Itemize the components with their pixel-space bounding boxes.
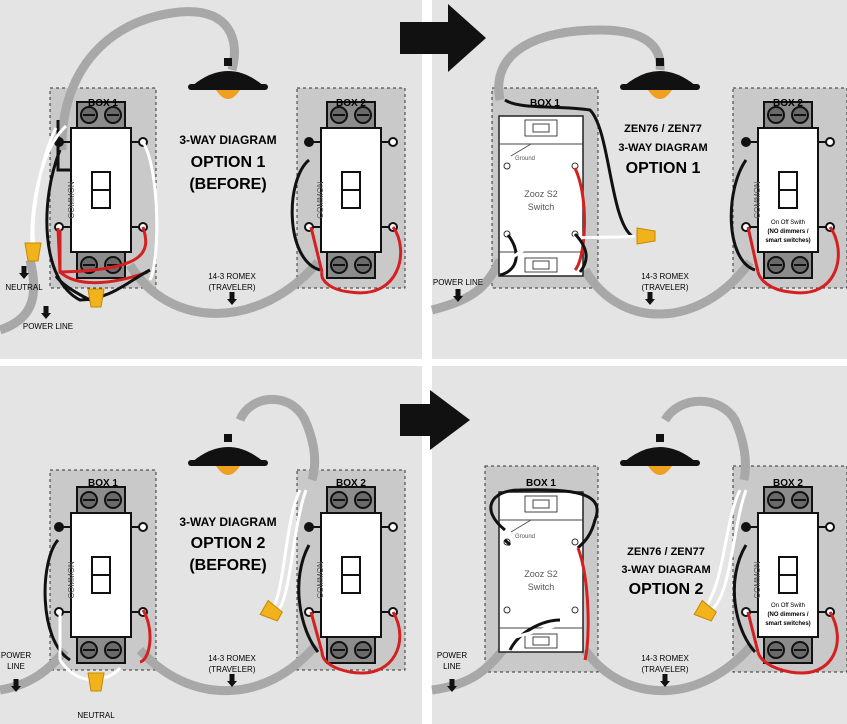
diagram-title-line1: 3-WAY DIAGRAM (179, 133, 276, 147)
diagram-title-line3: OPTION 1 (626, 160, 701, 177)
common-label-right: COMMON (316, 181, 325, 219)
box1-label: BOX 1 (88, 98, 118, 109)
arrow-right-icon (400, 390, 470, 450)
box1-label: BOX 1 (526, 478, 556, 489)
box2-label: BOX 2 (336, 98, 366, 109)
diagram-title-line3: (BEFORE) (189, 557, 266, 574)
box1-label: BOX 1 (88, 478, 118, 489)
onoff-label-line3: smart switches) (765, 238, 810, 244)
arrow-right-icon (400, 4, 486, 72)
romex-label-line2: (TRAVELER) (209, 665, 256, 674)
romex-label-line1: 14-3 ROMEX (641, 272, 689, 281)
zooz-label-line2: Switch (528, 202, 555, 212)
power-line-label: POWER LINE (23, 322, 73, 331)
diagram-title-line1: 3-WAY DIAGRAM (179, 515, 276, 529)
common-label-left: COMMON (67, 181, 76, 219)
box1-label: BOX 1 (530, 98, 560, 109)
panel-option1-smart: BOX 1 BOX 2 ZEN76 / ZEN77 3-WAY DIAGRAM … (400, 0, 847, 359)
diagram-title-line3: OPTION 2 (629, 581, 704, 598)
diagram-title-line2: 3-WAY DIAGRAM (621, 564, 710, 576)
diagram-title-line2: OPTION 2 (191, 535, 266, 552)
box2-label: BOX 2 (336, 478, 366, 489)
panel-option2-smart: BOX 1 BOX 2 ZEN76 / ZEN77 3-WAY DIAGRAM … (400, 366, 847, 724)
power-line-label-line1: POWER (1, 651, 31, 660)
panel-option1-before: BOX 1 BOX 2 3-WAY DIAGRAM OPTION 1 (BEFO… (0, 0, 422, 359)
onoff-label-line2: (NO dimmers / (767, 229, 808, 235)
power-line-label-line1: POWER (437, 651, 467, 660)
zooz-label-line2: Switch (528, 582, 555, 592)
common-label-right: COMMON (316, 561, 325, 599)
panel-option2-before: BOX 1 BOX 2 3-WAY DIAGRAM OPTION 2 (BEFO… (0, 366, 422, 724)
ground-label: Ground (515, 534, 535, 540)
romex-label-line2: (TRAVELER) (209, 283, 256, 292)
diagram-title-line3: (BEFORE) (189, 176, 266, 193)
ground-label: Ground (515, 156, 535, 162)
diagram-title-line1: ZEN76 / ZEN77 (627, 546, 705, 558)
onoff-label-line1: On Off Swith (771, 603, 805, 609)
romex-label-line2: (TRAVELER) (642, 283, 689, 292)
diagram-title-line2: 3-WAY DIAGRAM (618, 142, 707, 154)
power-line-label-line2: LINE (443, 662, 461, 671)
diagram-title-line1: ZEN76 / ZEN77 (624, 123, 702, 135)
common-label-right: COMMON (753, 181, 762, 219)
zooz-label-line1: Zooz S2 (524, 569, 558, 579)
box2-label: BOX 2 (773, 98, 803, 109)
romex-label-line1: 14-3 ROMEX (208, 272, 256, 281)
box2-label: BOX 2 (773, 478, 803, 489)
common-label-left: COMMON (67, 561, 76, 599)
romex-label-line2: (TRAVELER) (642, 665, 689, 674)
power-line-label-line2: LINE (7, 662, 25, 671)
onoff-label-line3: smart switches) (765, 621, 810, 627)
romex-label-line1: 14-3 ROMEX (641, 654, 689, 663)
common-label-right: COMMON (753, 561, 762, 599)
romex-label-line1: 14-3 ROMEX (208, 654, 256, 663)
neutral-label: NEUTRAL (5, 283, 43, 292)
zooz-label-line1: Zooz S2 (524, 189, 558, 199)
onoff-label-line1: On Off Swith (771, 220, 805, 226)
neutral-label: NEUTRAL (77, 711, 115, 720)
diagram-title-line2: OPTION 1 (191, 154, 266, 171)
onoff-label-line2: (NO dimmers / (767, 612, 808, 618)
power-line-label: POWER LINE (433, 278, 483, 287)
